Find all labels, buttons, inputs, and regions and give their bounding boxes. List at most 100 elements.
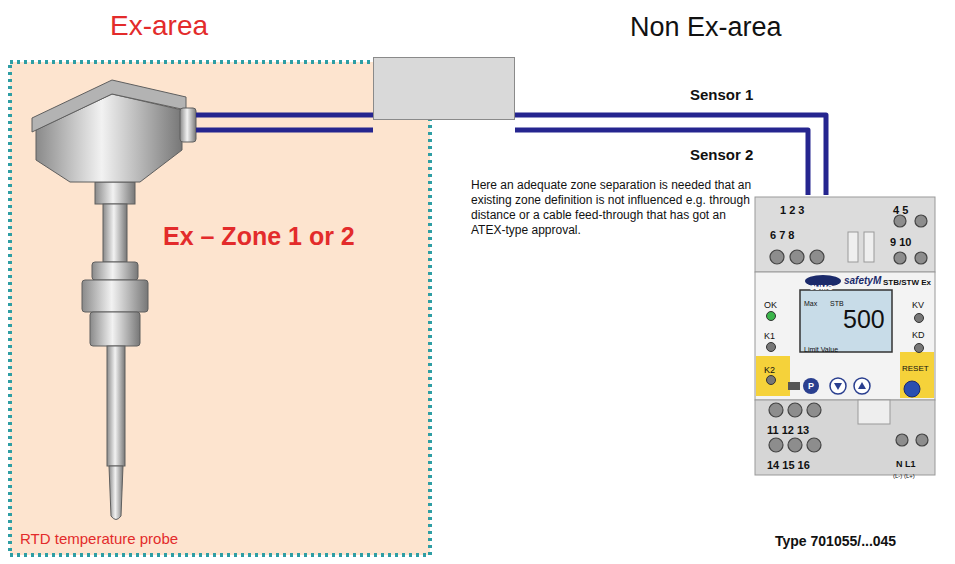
area-heading: Ex-area: [110, 10, 208, 42]
sensor-wires-inside: [196, 115, 373, 130]
area-heading: Non Ex-area: [630, 12, 782, 43]
text-holder: Sensor 2: [690, 146, 753, 164]
display-text: Max: [804, 300, 817, 308]
text-holder: P: [808, 375, 814, 393]
screw-terminals: [770, 215, 927, 264]
terminal-number: 9 10: [890, 236, 911, 249]
lcd-display: [800, 290, 892, 352]
led: [767, 376, 776, 385]
ex-zone-region: Ex-areaEx – Zone 1 or 2RTD temperature p…: [10, 62, 430, 555]
separation-note: Here an adequate zone separation is need…: [471, 178, 756, 238]
terminal-number: 14 15 16: [767, 459, 810, 472]
p-button: [803, 378, 819, 394]
text-holder: Here an adequate zone separation is need…: [471, 178, 756, 238]
terminal-number: (L-) (L+): [893, 473, 915, 480]
display-text: STB: [830, 300, 844, 308]
text-holder: Limit Value: [804, 338, 838, 356]
probe-stem: [103, 204, 127, 262]
led-ok: [767, 312, 776, 321]
terminal-number: N L1: [896, 459, 916, 469]
text-holder: safetyM: [844, 270, 881, 288]
switch: [848, 232, 858, 262]
terminal-number: 4 5: [893, 204, 908, 217]
cable-gland: [180, 108, 196, 142]
text-holder: Ex-area: [110, 10, 208, 42]
led: [767, 343, 776, 352]
text-holder: 500: [843, 305, 885, 334]
terminal-number: 1 2 3: [780, 204, 804, 217]
terminal-number: 11 12 13: [767, 424, 809, 437]
down-button: [830, 378, 846, 394]
wire-label: Sensor 2: [690, 146, 753, 163]
text-holder: JUMO: [810, 276, 833, 294]
led-label: K1: [764, 331, 775, 341]
text-holder: KV: [912, 294, 924, 312]
led-label: OK: [764, 300, 777, 310]
probe-tip: [109, 466, 123, 520]
text-holder: 9 10: [890, 232, 911, 250]
text-holder: 4 5: [893, 200, 908, 218]
text-holder: RTD temperature probe: [20, 530, 178, 548]
bottom-terminal-block: [755, 400, 935, 475]
text-holder: 6 7 8: [770, 225, 794, 243]
led-label: K2: [764, 365, 775, 375]
probe-neck: [95, 182, 135, 204]
down-arrow: [834, 383, 842, 390]
yellow-band: [900, 352, 934, 398]
text-holder: STB/STW Ex: [883, 271, 931, 289]
text-holder: Type 701055/...045: [775, 532, 896, 550]
led-label: KD: [912, 330, 925, 340]
button-label: P: [808, 381, 814, 391]
probe-name: RTD temperature probe: [20, 530, 178, 547]
product-name: safetyM: [844, 275, 881, 287]
wire-label: Sensor 1: [690, 86, 753, 103]
device-type: Type 701055/...045: [775, 533, 896, 549]
text-holder: 1 2 3: [780, 200, 804, 218]
probe-thread: [90, 312, 140, 346]
led-label: KV: [912, 300, 924, 310]
up-arrow: [858, 382, 866, 389]
text-holder: RESET: [902, 357, 929, 375]
text-holder: N L1: [896, 453, 916, 471]
terminal-number: 6 7 8: [770, 229, 794, 242]
text-holder: Ex – Zone 1 or 2: [163, 222, 355, 251]
wire: [196, 113, 373, 118]
zone-label: Ex – Zone 1 or 2: [163, 222, 355, 251]
up-button: [854, 378, 870, 394]
text-holder: Sensor 1: [690, 86, 753, 104]
text-holder: Max: [804, 292, 817, 310]
text-holder: Non Ex-area: [630, 12, 782, 43]
front-panel: [755, 272, 935, 400]
ex-area-ground: [10, 62, 430, 555]
text-holder: 14 15 16: [767, 455, 810, 473]
probe-collar: [92, 262, 138, 280]
model-name: STB/STW Ex: [883, 278, 931, 287]
display-text: Limit Value: [804, 346, 838, 354]
text-holder: K1: [764, 325, 775, 343]
button-label: RESET: [902, 364, 929, 373]
text-holder: STB: [830, 292, 844, 310]
display-value: 500: [843, 305, 885, 334]
text-holder: K2: [764, 359, 775, 377]
switch: [864, 232, 874, 262]
latch: [858, 400, 890, 424]
usb-port: [788, 382, 800, 390]
limiter-device-illustration: [755, 197, 935, 475]
led: [915, 344, 924, 353]
probe-head-lid: [32, 80, 186, 132]
brand-logo: JUMO: [810, 283, 833, 292]
rtd-probe-illustration: [32, 80, 196, 520]
zone-separation-box: Here an adequate zone separation is need…: [373, 57, 515, 120]
probe-lower-stem: [107, 346, 125, 466]
limiter-device: Type 701055/...0451 2 34 56 7 89 10JUMOs…: [755, 195, 935, 475]
probe-hex-fitting: [82, 280, 148, 312]
text-holder: OK: [764, 294, 777, 312]
wire: [196, 128, 373, 133]
text-holder: 11 12 13: [767, 420, 809, 438]
top-terminal-block: [755, 197, 935, 272]
reset-button: [904, 381, 920, 397]
led: [915, 314, 924, 323]
text-holder: KD: [912, 324, 925, 342]
yellow-band: [756, 356, 790, 396]
